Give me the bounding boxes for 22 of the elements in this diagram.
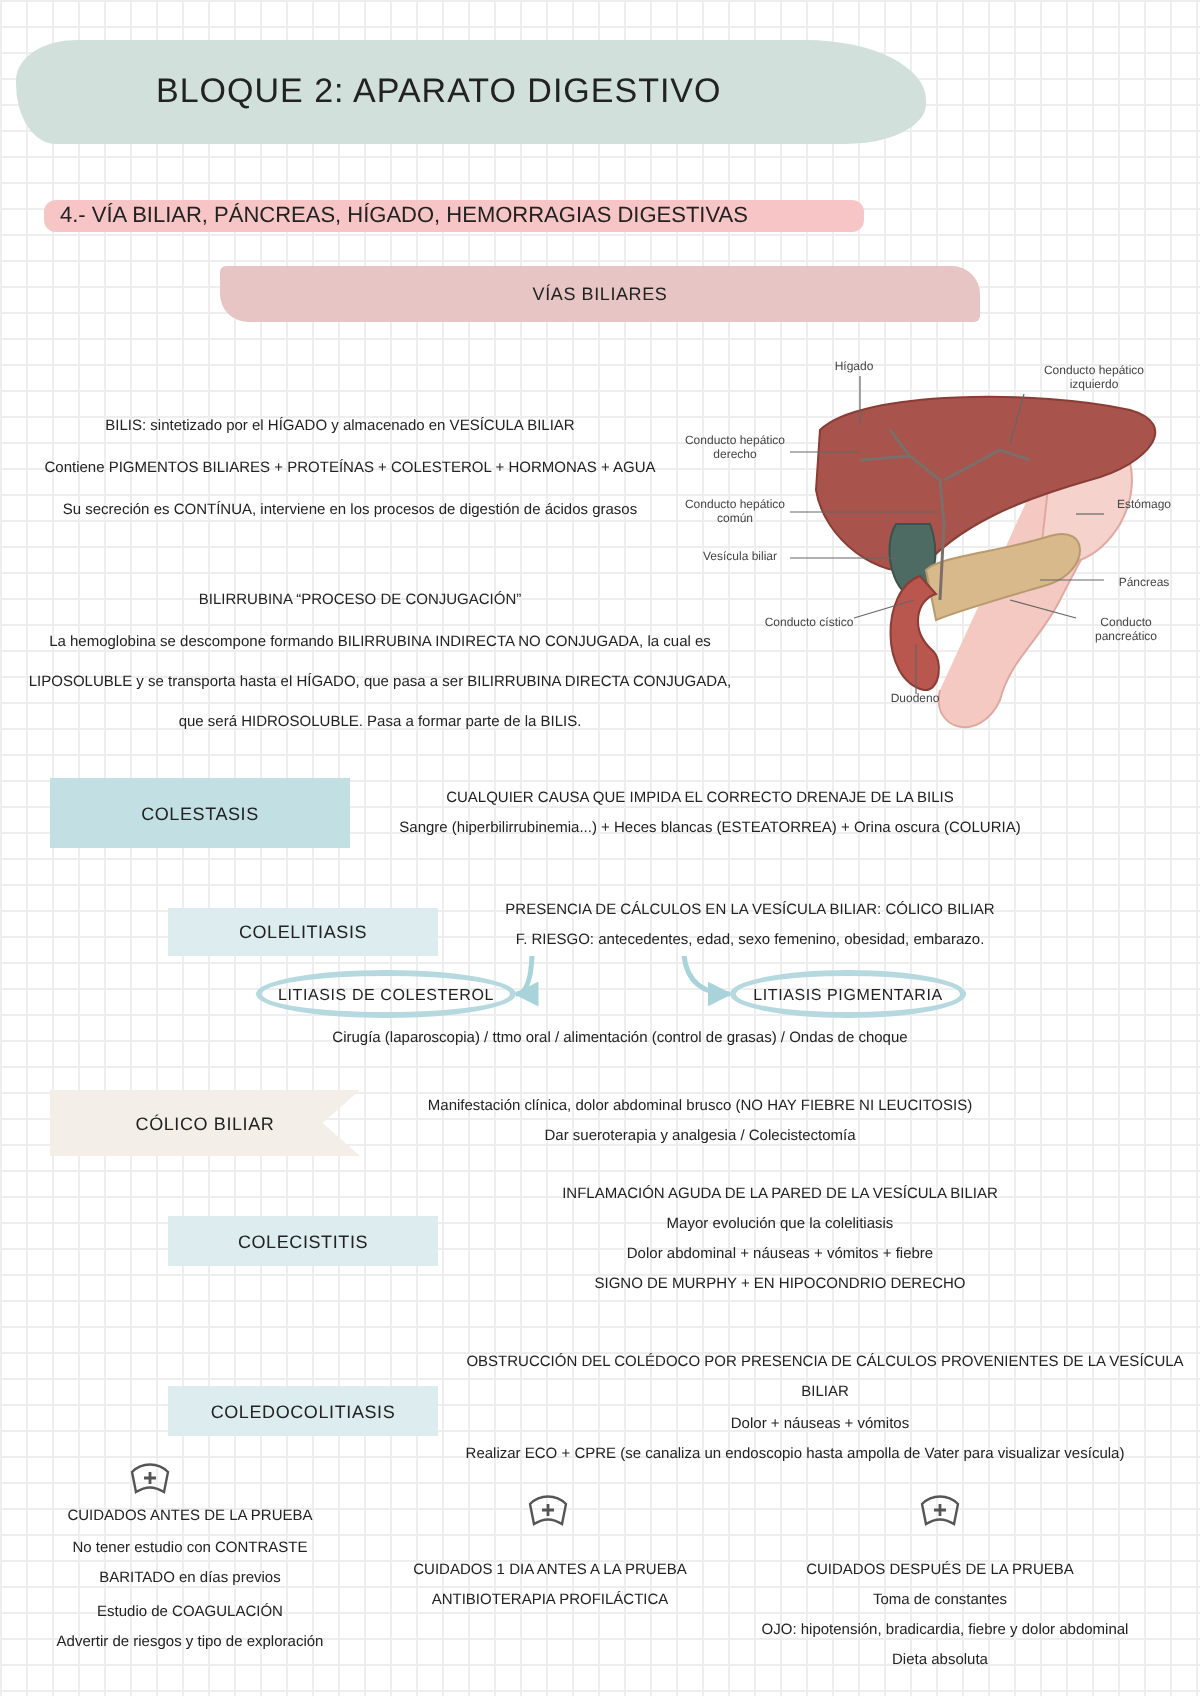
- page-title: BLOQUE 2: APARATO DIGESTIVO: [16, 40, 926, 144]
- topic-box: COLESTASIS: [50, 778, 350, 848]
- topic-box: COLELITIASIS: [168, 908, 438, 956]
- subheading: 4.- VÍA BILIAR, PÁNCREAS, HÍGADO, HEMORRAGIAS DIGESTIVAS: [44, 200, 864, 232]
- leader-line: [1009, 393, 1025, 445]
- ribbon-banner: CÓLICO BILIAR: [50, 1090, 360, 1156]
- leader-line: [859, 375, 861, 425]
- topic-box: COLECISTITIS: [168, 1216, 438, 1266]
- leader-line: [915, 643, 917, 695]
- section-band: VÍAS BILIARES: [220, 266, 980, 322]
- leader-line: [853, 599, 915, 619]
- curved-arrow: [681, 955, 733, 1006]
- leader-line: [1075, 513, 1105, 515]
- leader-line: [789, 557, 901, 559]
- oval-label: LITIASIS DE COLESTEROL: [256, 970, 516, 1018]
- topic-box: COLEDOCOLITIASIS: [168, 1386, 438, 1436]
- leader-line: [789, 511, 941, 513]
- leader-line: [789, 451, 861, 453]
- leader-line: [1039, 579, 1105, 581]
- curved-arrow: [513, 955, 540, 1004]
- oval-label: LITIASIS PIGMENTARIA: [730, 970, 966, 1018]
- leader-line: [1009, 599, 1077, 619]
